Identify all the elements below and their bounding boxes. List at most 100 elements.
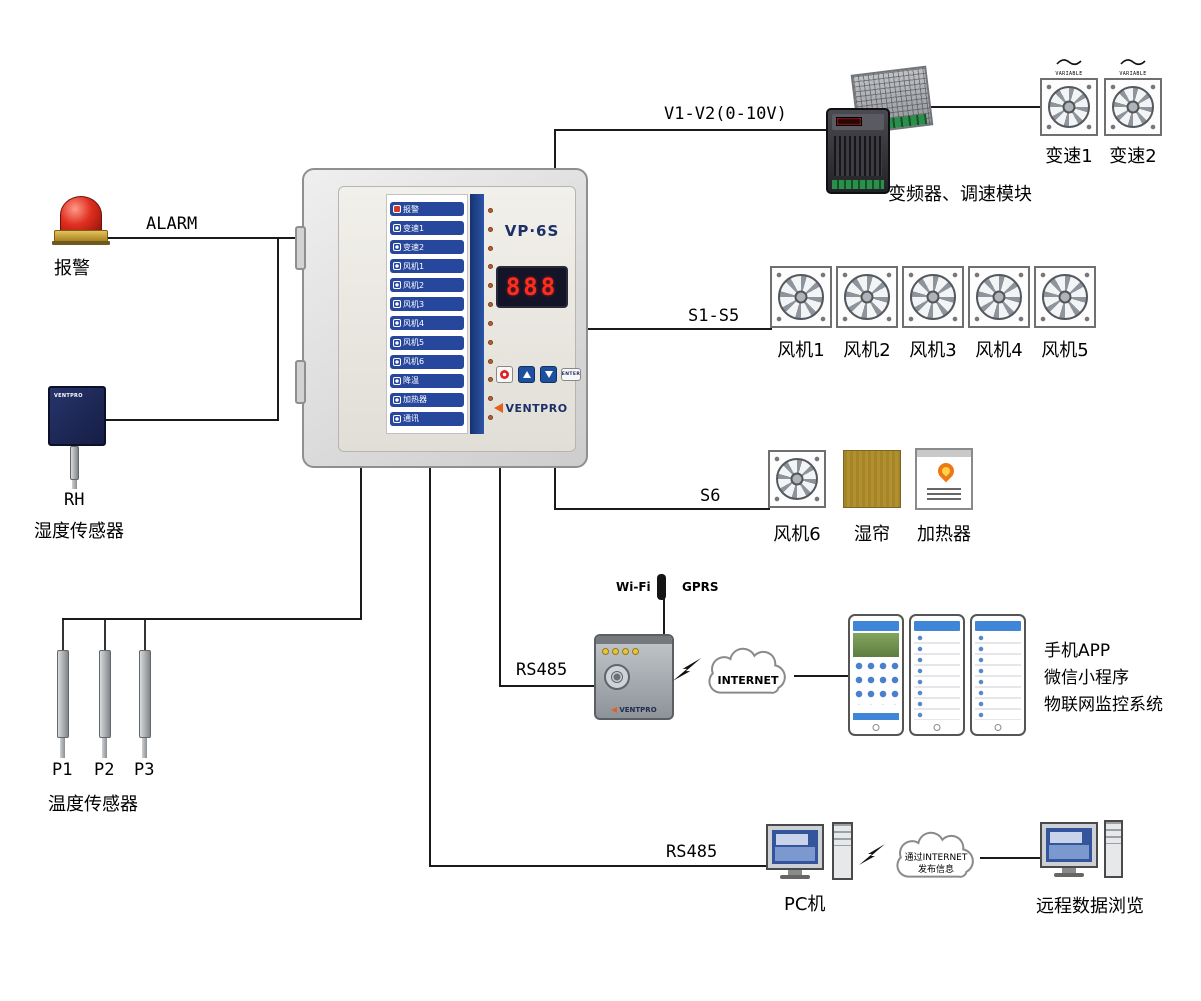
flame-icon	[934, 459, 958, 483]
phone-header-bar	[914, 621, 960, 631]
gateway-terminals	[602, 648, 639, 655]
cooling-icon	[393, 376, 401, 385]
phone-screen	[975, 633, 1021, 720]
gateway-top-strip	[596, 636, 672, 644]
alarm-label: 报警	[54, 258, 90, 279]
fan-hub	[926, 290, 940, 304]
alarm-line-label: ALARM	[146, 214, 198, 234]
controller-brand-logo: VENTPRO	[488, 400, 574, 416]
led-indicator	[488, 226, 493, 232]
led-label-row: 风机4	[390, 316, 464, 331]
led-pill: 风机4	[390, 316, 464, 331]
led-indicator	[488, 207, 493, 213]
temp-probe-tip	[102, 738, 107, 758]
heater-unit	[915, 448, 973, 510]
temp-probe-wire	[144, 620, 146, 650]
controller-seven-segment-display: 888	[496, 266, 568, 308]
led-label: 风机4	[403, 318, 425, 328]
wire-cloud-to-phones	[794, 675, 848, 677]
led-indicator	[488, 302, 493, 308]
up-button[interactable]	[518, 366, 535, 383]
variable-speed-tag: VARIABLE	[1104, 52, 1162, 77]
pc-monitor-base	[780, 875, 810, 879]
pc-monitor-screen	[772, 830, 818, 864]
frequency-inverter	[826, 108, 890, 194]
led-pill: 风机2	[390, 278, 464, 293]
led-label: 加热器	[403, 395, 427, 405]
inverter-label: 变频器、调速模块	[888, 184, 1032, 205]
led-indicator	[488, 339, 493, 345]
pc-label: PC机	[784, 894, 826, 915]
wifi-label: Wi-Fi	[616, 580, 651, 594]
led-pill: 通讯	[390, 411, 464, 426]
phone-screen	[914, 633, 960, 720]
led-label-row: 变速1	[390, 221, 464, 236]
inverter-keypad	[832, 114, 884, 130]
fan-2	[836, 266, 898, 328]
variable-fan-2	[1104, 78, 1162, 136]
probe-label: P1	[52, 760, 73, 780]
antenna-icon	[657, 574, 666, 600]
fan-5	[1034, 266, 1096, 328]
wire-rs485-gateway-vertical	[499, 466, 501, 687]
phone-app-screen-2	[909, 614, 965, 736]
settings-button[interactable]	[496, 366, 513, 383]
controller-led-indicators	[488, 194, 495, 434]
temp-probe-wire	[62, 620, 64, 650]
fan-icon	[393, 338, 401, 347]
controller-model-label: VP·6S	[504, 222, 560, 240]
wire-s6-vertical	[554, 466, 556, 510]
led-indicator	[488, 415, 493, 421]
controller-blue-stripe	[470, 194, 484, 434]
heater-grille	[927, 488, 961, 502]
terminal-dot	[622, 648, 629, 655]
fan-icon	[393, 319, 401, 328]
temp-probe	[139, 650, 151, 738]
pad-label: 湿帘	[854, 524, 890, 545]
led-label: 通讯	[403, 414, 419, 424]
fan-4	[968, 266, 1030, 328]
temp-probe-wire	[104, 620, 106, 650]
publish-cloud-line: 通过INTERNET	[904, 853, 968, 863]
down-button[interactable]	[540, 366, 557, 383]
fan-hub	[992, 290, 1006, 304]
alarm-beacon-dome	[60, 196, 102, 234]
wave-icon	[1120, 59, 1146, 66]
led-label: 变速2	[403, 242, 425, 252]
led-indicator	[488, 377, 493, 383]
fan-hub	[790, 472, 804, 486]
inverter-vents	[834, 136, 882, 176]
variable-fan-1	[1040, 78, 1098, 136]
wire-rs485-gateway-horizontal	[499, 685, 596, 687]
wire-temp-horizontal	[62, 618, 362, 620]
led-pill: 降温	[390, 373, 464, 388]
led-indicator	[488, 320, 493, 326]
variable-speed-tag: VARIABLE	[1040, 52, 1098, 77]
terminal-dot	[602, 648, 609, 655]
fan-label: 风机2	[843, 340, 891, 361]
variable-tag-text: VARIABLE	[1055, 71, 1083, 77]
led-pill: 变速2	[390, 240, 464, 255]
humidity-probe-tip	[72, 480, 77, 489]
gateway-brand-logo: VENTPRO	[596, 706, 672, 714]
remote-label: 远程数据浏览	[1036, 896, 1144, 917]
temp-probe	[57, 650, 69, 738]
variable-fan-label: 变速1	[1045, 146, 1093, 167]
satellite-dish-icon	[604, 664, 630, 690]
led-pill: 风机6	[390, 354, 464, 369]
fan-icon	[393, 262, 401, 271]
inverter-terminals	[832, 180, 884, 189]
led-indicator	[488, 283, 493, 289]
led-pill: 风机3	[390, 297, 464, 312]
led-indicator	[488, 245, 493, 251]
led-label-row: 风机2	[390, 278, 464, 293]
publish-cloud-text: 通过INTERNET 发布信息	[888, 828, 984, 890]
enter-button[interactable]: ENTER	[561, 368, 581, 381]
s1s5-line-label: S1-S5	[688, 306, 740, 326]
led-pill: 加热器	[390, 392, 464, 407]
led-pill: 风机5	[390, 335, 464, 350]
humidity-sensor: VENTPRO	[48, 386, 106, 446]
enclosure-hinge	[295, 360, 306, 404]
alarm-beacon-foot	[52, 241, 110, 245]
